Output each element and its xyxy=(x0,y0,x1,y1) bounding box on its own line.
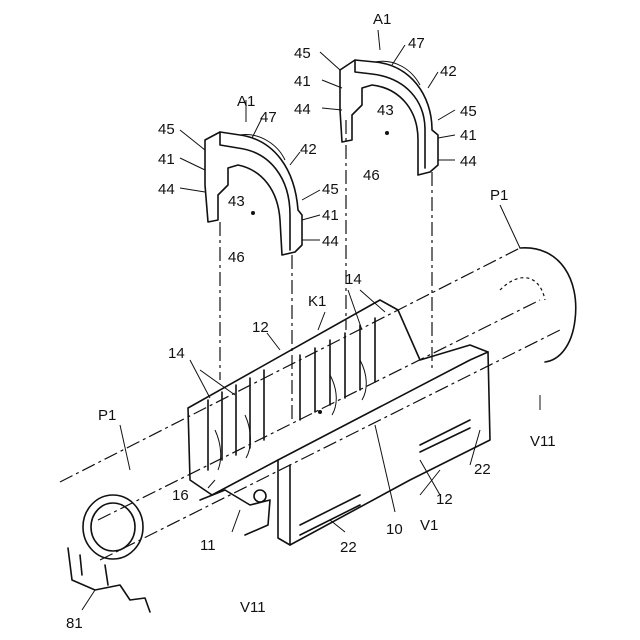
label-41-right: 41 xyxy=(294,73,311,90)
label-44b-right: 44 xyxy=(460,153,477,170)
label-14-left: 14 xyxy=(168,345,185,362)
projection-lines xyxy=(220,120,432,420)
label-12-top: 12 xyxy=(252,319,269,336)
label-45b-right: 45 xyxy=(460,103,477,120)
label-11: 11 xyxy=(200,537,216,554)
label-41b-right: 41 xyxy=(460,127,477,144)
label-a1-left: A1 xyxy=(237,93,255,110)
label-46-left: 46 xyxy=(228,249,245,266)
housing xyxy=(188,300,490,545)
label-10: 10 xyxy=(386,521,403,538)
label-12-right: 12 xyxy=(436,491,453,508)
label-44b-left: 44 xyxy=(322,233,339,250)
label-47-right: 47 xyxy=(408,35,425,52)
labels: A1 47 45 41 44 42 43 45 41 44 46 A1 45 4… xyxy=(66,11,556,632)
clip-left xyxy=(205,132,302,255)
label-42-left: 42 xyxy=(300,141,317,158)
label-42-right: 42 xyxy=(440,63,457,80)
label-p1-left: P1 xyxy=(98,407,116,424)
label-14-top: 14 xyxy=(345,271,362,288)
label-a1-right: A1 xyxy=(373,11,391,28)
label-46-right: 46 xyxy=(363,167,380,184)
label-p1-top: P1 xyxy=(490,187,508,204)
label-47-left: 47 xyxy=(260,109,277,126)
label-v1: V1 xyxy=(420,517,438,534)
label-45-left: 45 xyxy=(158,121,175,138)
label-45b-left: 45 xyxy=(322,181,339,198)
label-41-left: 41 xyxy=(158,151,175,168)
label-41b-left: 41 xyxy=(322,207,339,224)
label-44-left: 44 xyxy=(158,181,175,198)
label-22-bottom: 22 xyxy=(340,539,357,556)
label-v11-bottom: V11 xyxy=(240,599,266,616)
label-45-right: 45 xyxy=(294,45,311,62)
label-v11-right: V11 xyxy=(530,433,556,450)
label-81: 81 xyxy=(66,615,83,632)
label-43-right: 43 xyxy=(377,102,394,119)
label-43-left: 43 xyxy=(228,193,245,210)
label-22-right: 22 xyxy=(474,461,491,478)
label-k1: K1 xyxy=(308,293,326,310)
label-16: 16 xyxy=(172,487,189,504)
label-44-right: 44 xyxy=(294,101,311,118)
